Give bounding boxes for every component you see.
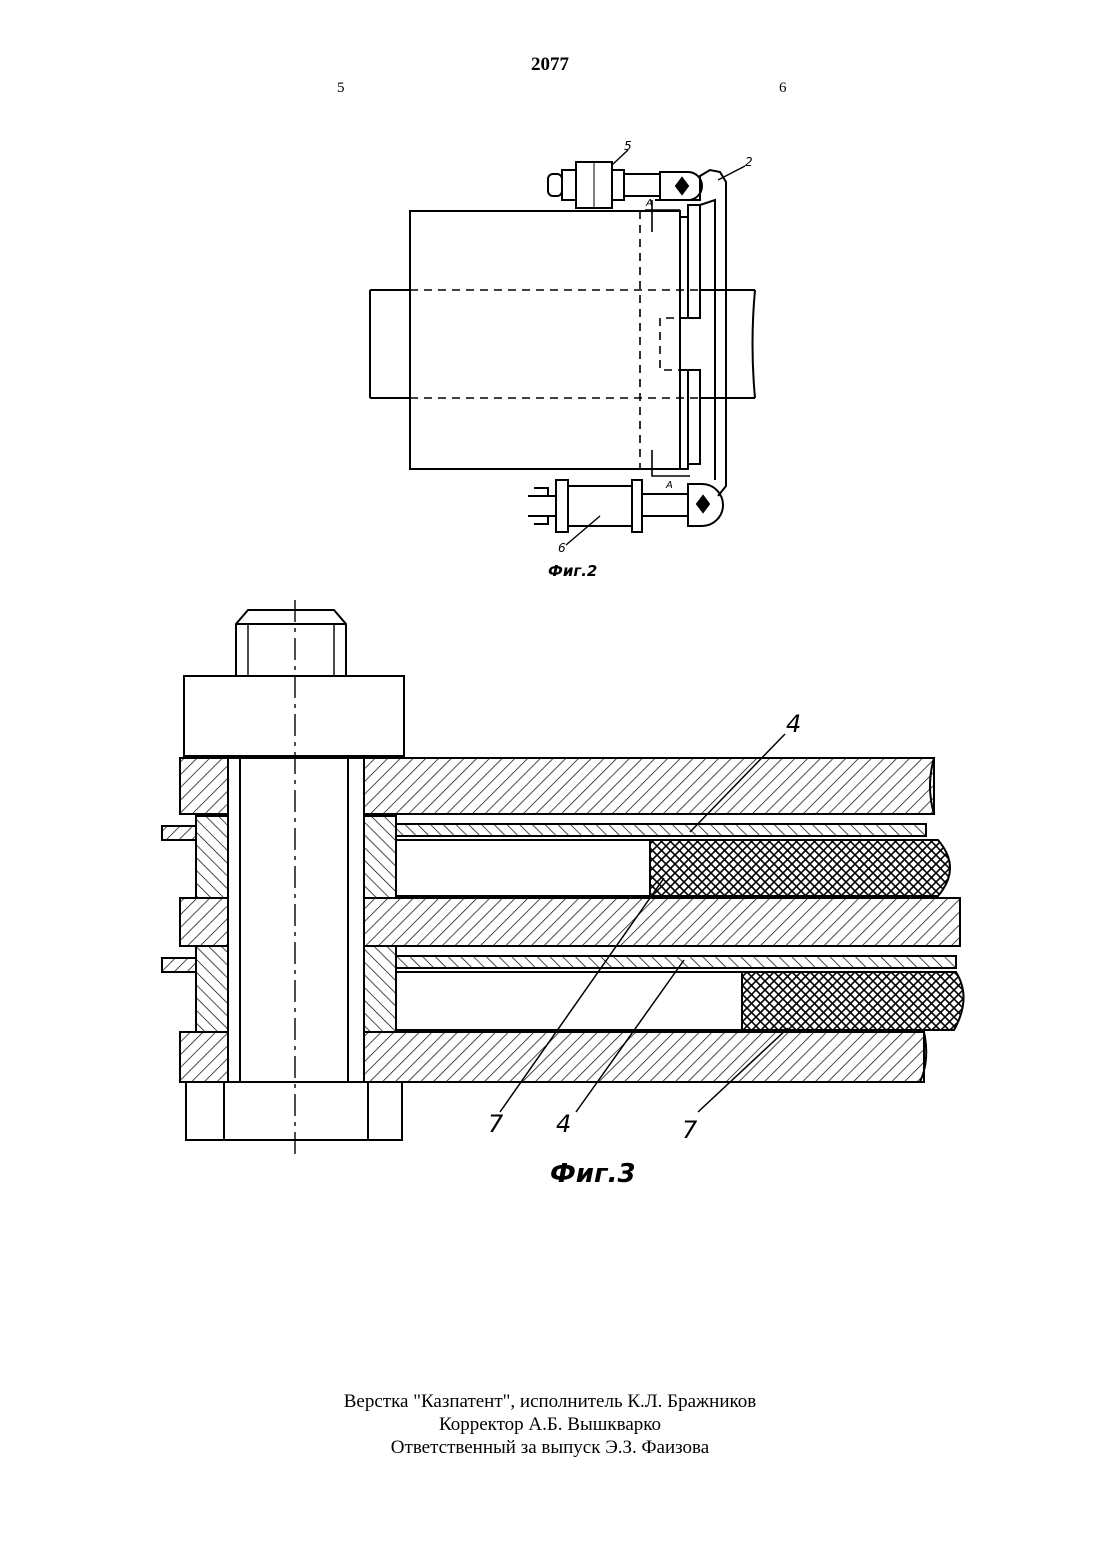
figure-2-labels: 5 2 6 A A	[558, 139, 753, 555]
fig2-section-a-bottom: A	[665, 480, 673, 491]
figure-2-drawing	[370, 150, 755, 545]
fig3-label-7-left: 7	[488, 1110, 504, 1138]
fig2-section-a-top: A	[645, 198, 653, 209]
fig3-label-7-right: 7	[682, 1116, 698, 1144]
fig2-label-2: 2	[745, 155, 753, 169]
footer-line-typesetting: Верстка "Казпатент", исполнитель К.Л. Бр…	[0, 1390, 1100, 1413]
fig2-label-6: 6	[558, 541, 566, 555]
fig3-label-4-bottom: 4	[556, 1110, 571, 1138]
figure-2-caption: Фиг.2	[548, 562, 597, 580]
footer-credits: Верстка "Казпатент", исполнитель К.Л. Бр…	[0, 1390, 1100, 1459]
figure-3-caption: Фиг.3	[550, 1159, 636, 1189]
fig2-label-5: 5	[624, 139, 632, 153]
figure-3-drawing	[162, 600, 964, 1160]
footer-line-responsible: Ответственный за выпуск Э.З. Фаизова	[0, 1436, 1100, 1459]
footer-line-corrector: Корректор А.Б. Вышкварко	[0, 1413, 1100, 1436]
fig3-label-4-top: 4	[786, 710, 801, 738]
